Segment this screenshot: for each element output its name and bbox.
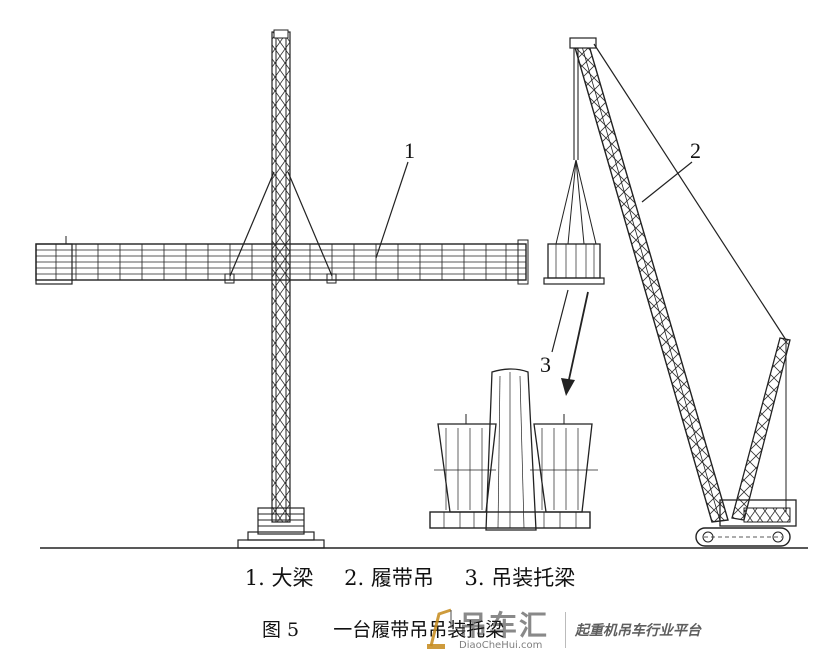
callout-3: 3 [540,352,551,377]
watermark-slogan: 起重机吊车行业平台 [575,623,701,639]
figure-title: 一台履带吊吊装托梁 [333,619,505,641]
leader-line-2 [641,161,693,203]
leader-line-1 [375,161,409,259]
legend: 1. 大梁 2. 履带吊 3. 吊装托梁 [0,562,820,592]
mast-base [237,507,325,549]
legend-item-beam: 1. 大梁 [244,566,314,590]
figure-number: 图 5 [262,619,300,641]
mast-tower [271,29,291,523]
callout-2: 2 [690,138,701,163]
callout-1: 1 [404,138,415,163]
crane-lifting-diagram [35,29,808,549]
hanging-support-tray [543,159,605,285]
watermark-brand: 吊车汇 [459,609,550,642]
watermark-separator [565,612,566,648]
watermark-url: DiaoCheHui.com [459,640,543,651]
installed-support-beam [429,368,598,531]
watermark: 吊车汇 DiaoCheHui.com 起重机吊车行业平台 [425,602,765,658]
crawler-crane [569,37,797,547]
legend-item-crawler-crane: 2. 履带吊 [344,566,434,590]
legend-item-support-beam: 3. 吊装托梁 [464,566,576,590]
main-beam [35,236,529,285]
crane-logo-icon [427,608,452,649]
figure-caption: 图 5 一台履带吊吊装托梁 [262,615,504,642]
leader-line-3 [551,289,569,353]
lowering-arrow [561,291,589,396]
